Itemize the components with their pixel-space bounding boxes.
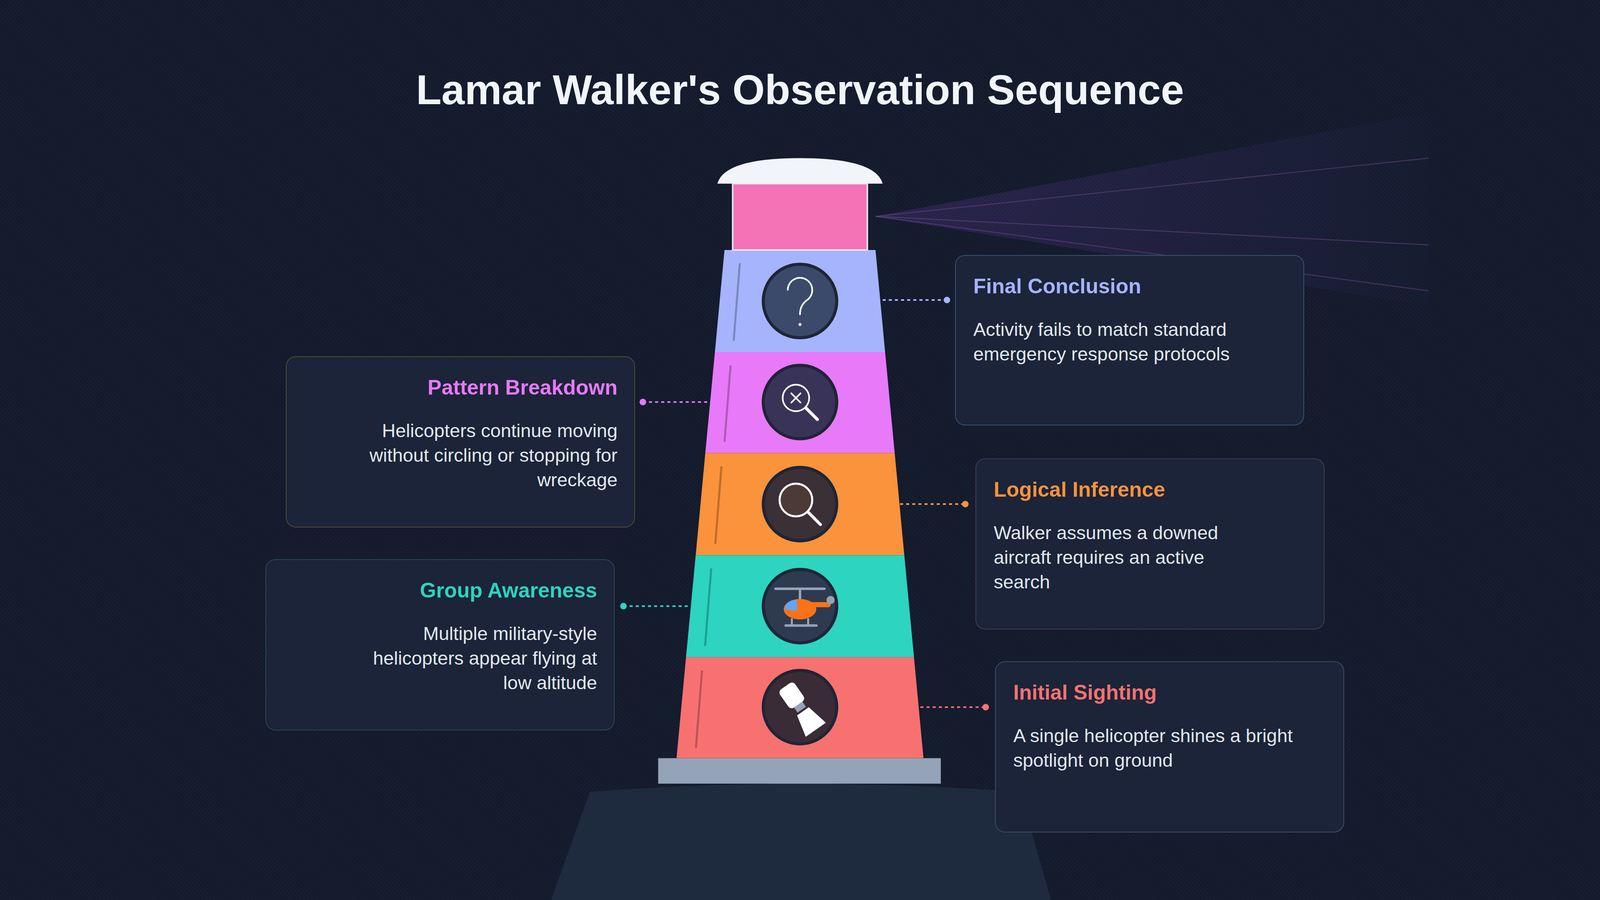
light-ray bbox=[875, 216, 1429, 245]
leader-dot bbox=[982, 703, 990, 711]
leader-line bbox=[900, 503, 966, 505]
callout-heading: Final Conclusion bbox=[973, 273, 1287, 299]
leader-dot bbox=[962, 500, 969, 508]
callout-heading: Logical Inference bbox=[993, 477, 1308, 503]
tail-rotor bbox=[826, 595, 835, 605]
band-highlight bbox=[715, 466, 722, 544]
band-highlight bbox=[733, 263, 740, 341]
callout-box: Logical InferenceWalker assumes a downed… bbox=[975, 458, 1325, 630]
lighthouse-dome bbox=[717, 158, 883, 184]
skid bbox=[785, 624, 817, 627]
band-highlight bbox=[695, 670, 703, 748]
callout-box: Final ConclusionActivity fails to match … bbox=[955, 255, 1305, 426]
callout-heading: Initial Sighting bbox=[1013, 680, 1327, 705]
skid-strut bbox=[791, 618, 808, 626]
spotlight-beam bbox=[792, 704, 826, 737]
icon-circle bbox=[763, 670, 837, 744]
lighthouse-band bbox=[685, 555, 914, 658]
leader-line bbox=[623, 605, 689, 608]
question-icon-dot bbox=[798, 322, 802, 326]
lantern-room bbox=[732, 183, 868, 250]
magnifier-handle bbox=[806, 408, 818, 420]
cockpit-window bbox=[784, 600, 797, 612]
callout-heading: Group Awareness bbox=[283, 577, 598, 603]
band-highlight bbox=[705, 568, 712, 646]
lighthouse-base bbox=[658, 758, 941, 784]
leader-dot bbox=[943, 296, 951, 304]
callout-body: Multiple military-style helicopters appe… bbox=[350, 621, 598, 695]
leader-line bbox=[882, 299, 947, 301]
icon-circle bbox=[763, 467, 837, 541]
callout-box: Group AwarenessMultiple military-style h… bbox=[265, 559, 615, 731]
icon-circle bbox=[763, 569, 837, 643]
cross-mark bbox=[790, 392, 801, 403]
icon-circle bbox=[763, 365, 837, 439]
diagram-title: Lamar Walker's Observation Sequence bbox=[0, 62, 1600, 117]
callout-box: Pattern BreakdownHelicopters continue mo… bbox=[285, 356, 635, 528]
icon-circle bbox=[763, 264, 837, 338]
lighthouse-band bbox=[705, 352, 895, 453]
question-icon bbox=[787, 277, 813, 315]
leader-dot bbox=[639, 398, 647, 406]
hill bbox=[550, 783, 1051, 900]
light-ray bbox=[875, 158, 1429, 217]
callout-body: A single helicopter shines a bright spot… bbox=[1013, 723, 1297, 773]
leader-line bbox=[642, 401, 710, 403]
spotlight-icon bbox=[775, 679, 826, 737]
lighthouse-band bbox=[715, 250, 885, 353]
lighthouse-band bbox=[676, 657, 924, 758]
helicopter-body bbox=[783, 599, 817, 620]
leader-dot bbox=[620, 602, 627, 610]
rotor-mast bbox=[798, 588, 802, 600]
callout-body: Activity fails to match standard emergen… bbox=[973, 317, 1282, 367]
band-highlight bbox=[724, 365, 731, 443]
callout-box: Initial Sighting A single helicopter shin… bbox=[995, 661, 1345, 833]
helicopter-icon bbox=[775, 588, 835, 626]
callout-heading: Pattern Breakdown bbox=[304, 375, 618, 400]
magnifier-handle bbox=[808, 512, 821, 525]
lighthouse-band bbox=[695, 452, 905, 555]
callout-body: Walker assumes a downed aircraft require… bbox=[993, 520, 1261, 595]
leader-line bbox=[920, 706, 986, 708]
callout-body: Helicopters continue moving without circ… bbox=[331, 418, 618, 493]
